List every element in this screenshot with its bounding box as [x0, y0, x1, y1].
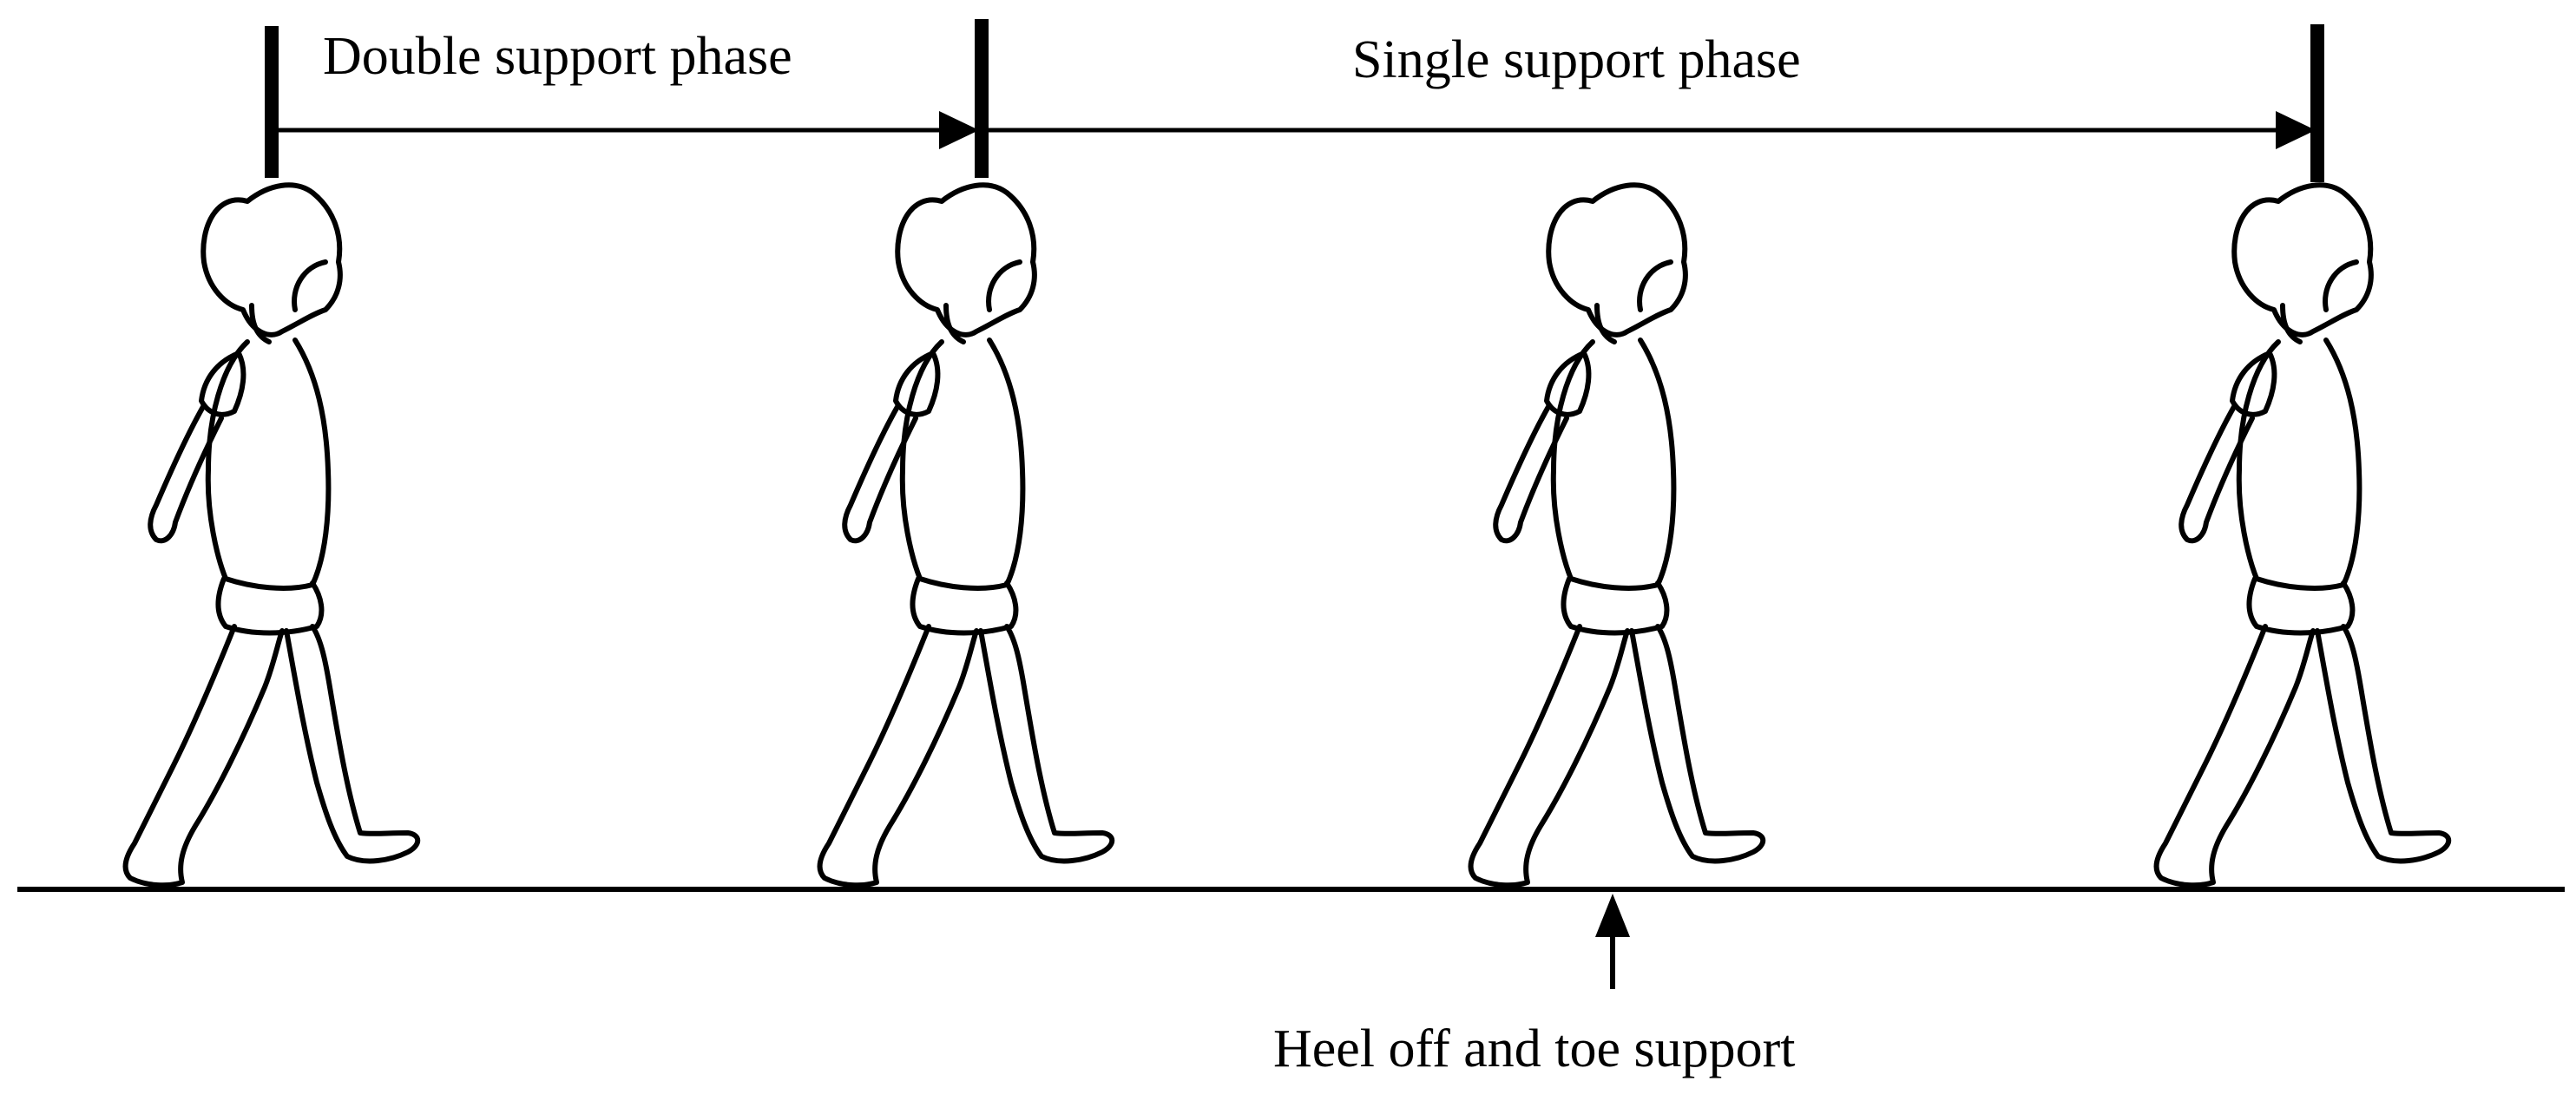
walking-child-figure-1 [126, 185, 418, 885]
single-support-phase-label: Single support phase [1352, 30, 1801, 89]
walking-child-figure-3 [1471, 185, 1764, 885]
heel-off-arrow [1595, 894, 1630, 989]
walking-child-figure-4 [2157, 185, 2449, 885]
single-support-arrow [982, 111, 2316, 149]
double-support-arrow [272, 111, 979, 149]
walking-child-figure-2 [820, 185, 1113, 885]
double-support-phase-label: Double support phase [323, 27, 792, 86]
heel-off-toe-support-label: Heel off and toe support [1273, 1019, 1796, 1078]
